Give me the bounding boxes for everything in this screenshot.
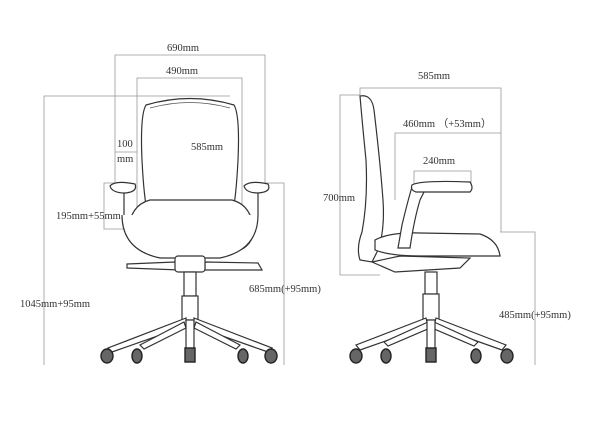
overall-depth-label: 585mm	[418, 71, 451, 82]
back-height-label: 585mm	[191, 142, 224, 153]
armrest-height-label: 195mm+55mm	[56, 211, 121, 222]
armrest-gap-unit: mm	[117, 154, 134, 165]
back-width-label: 490mm	[166, 66, 199, 77]
front-chair-outline	[100, 97, 278, 364]
side-dimension-lines	[339, 87, 536, 365]
seat-height-label: 485mm(+95mm)	[499, 310, 571, 321]
armrest-gap-label: 100	[117, 139, 133, 150]
armrest-floor-height-label: 685mm(+95mm)	[249, 284, 321, 295]
seat-depth-label: 460mm （+53mm）	[403, 119, 492, 130]
total-height-label: 1045mm+95mm	[20, 299, 91, 310]
side-back-height-label: 700mm	[323, 193, 356, 204]
overall-width-label: 690mm	[167, 43, 200, 54]
armrest-length-label: 240mm	[423, 156, 456, 167]
side-chair-outline	[349, 95, 514, 364]
